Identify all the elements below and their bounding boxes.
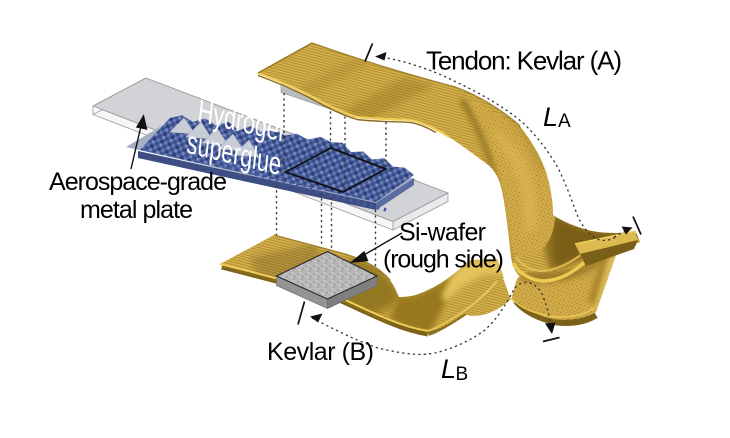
svg-text:L: L (441, 354, 456, 384)
svg-text:B: B (456, 364, 469, 385)
svg-text:L: L (543, 102, 558, 132)
svg-text:Aerospace-grade: Aerospace-grade (49, 168, 227, 196)
svg-text:Kevlar (B): Kevlar (B) (267, 338, 374, 366)
svg-text:Tendon: Kevlar (A): Tendon: Kevlar (A) (426, 46, 622, 76)
svg-text:(rough side): (rough side) (383, 246, 504, 274)
svg-text:A: A (558, 111, 571, 132)
svg-text:Si-wafer: Si-wafer (399, 219, 486, 247)
svg-text:metal plate: metal plate (80, 196, 193, 224)
